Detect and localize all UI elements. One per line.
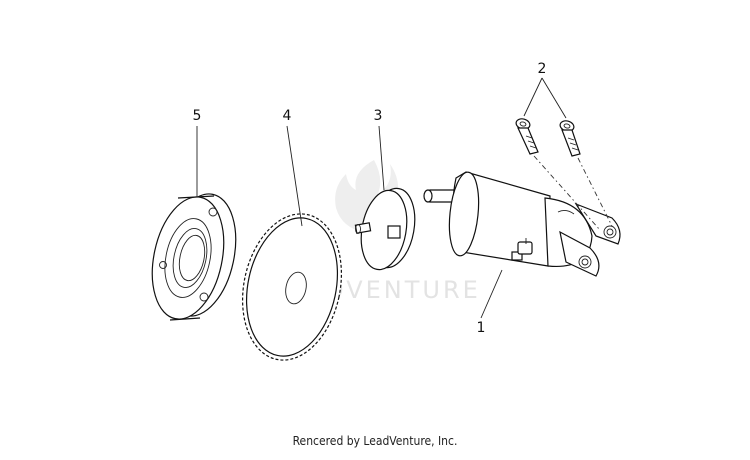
part-1-starter-motor — [423, 171, 621, 277]
part-4-gear — [241, 213, 343, 361]
callout-3: 3 — [374, 108, 383, 124]
callout-1: 1 — [477, 320, 486, 336]
credit-text: Rencered by LeadVenture, Inc. — [292, 434, 458, 448]
callout-5: 5 — [193, 108, 202, 124]
part-2-bolt-right — [559, 120, 581, 157]
part-2-bolt-left — [515, 118, 539, 155]
part-3-drive-plate — [354, 187, 416, 271]
bolt-alignment-lines — [533, 155, 613, 231]
callout-2: 2 — [538, 61, 547, 77]
part-5-bearing-housing — [151, 193, 237, 321]
leader-lines — [196, 77, 567, 319]
callout-4: 4 — [283, 108, 292, 124]
